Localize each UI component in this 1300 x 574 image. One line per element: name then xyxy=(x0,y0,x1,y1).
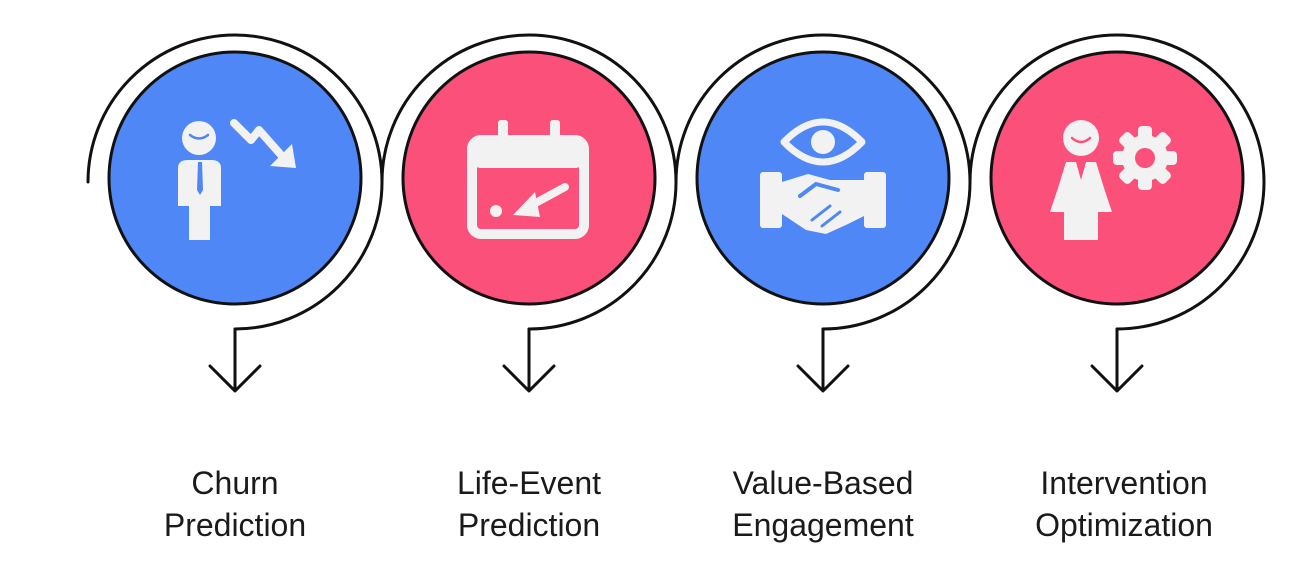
down-arrows xyxy=(208,327,1144,393)
woman-gear-icon xyxy=(1050,120,1177,240)
connector-arcs xyxy=(86,33,1266,331)
eye-handshake-icon xyxy=(760,118,886,234)
step-label-line: Value-Based xyxy=(732,465,914,501)
step-label-line: Life-Event xyxy=(456,465,602,501)
step-circle-3 xyxy=(695,50,951,306)
step-label-line: Prediction xyxy=(163,507,307,543)
arc-1 xyxy=(86,33,384,331)
down-arrow-icon-4 xyxy=(1090,327,1144,393)
step-circle-1 xyxy=(107,50,363,306)
calendar-arrow-icon xyxy=(467,120,589,239)
step-label-line: Optimization xyxy=(1035,507,1213,543)
step-label-line: Prediction xyxy=(457,507,601,543)
step-label-life-event-prediction: Life-Event Prediction xyxy=(399,462,659,546)
step-label-value-based-engagement: Value-Based Engagement xyxy=(693,462,953,546)
step-circle-2 xyxy=(401,50,657,306)
step-circles xyxy=(107,50,1245,306)
down-arrow-icon-3 xyxy=(796,327,850,393)
step-label-intervention-optimization: Intervention Optimization xyxy=(994,462,1254,546)
step-circle-4 xyxy=(989,50,1245,306)
down-arrow-icon-2 xyxy=(502,327,556,393)
step-label-line: Engagement xyxy=(732,507,914,543)
step-label-churn-prediction: Churn Prediction xyxy=(105,462,365,546)
person-trend-down-icon xyxy=(178,119,296,240)
step-label-line: Intervention xyxy=(1040,465,1208,501)
arc-4 xyxy=(968,33,1266,331)
arc-2 xyxy=(380,33,678,331)
step-label-line: Churn xyxy=(191,465,279,501)
down-arrow-icon-1 xyxy=(208,327,262,393)
arc-3 xyxy=(674,33,972,331)
